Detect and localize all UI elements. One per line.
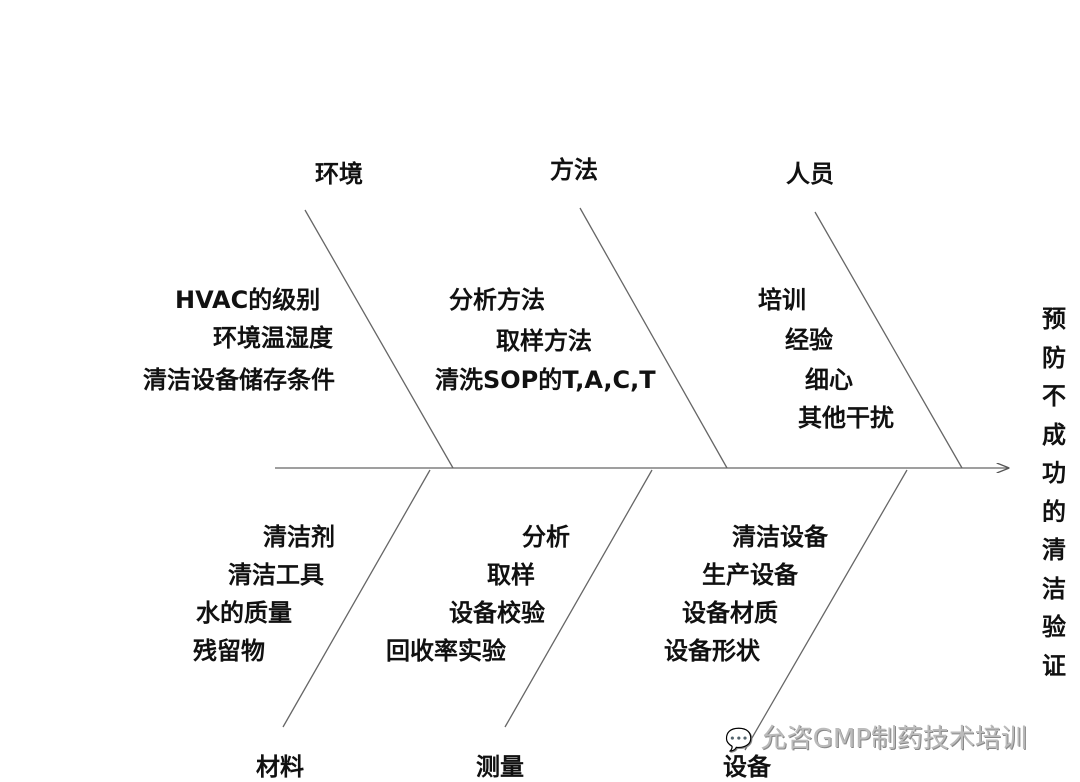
category-measurement: 测量 bbox=[476, 752, 524, 781]
cause: 清洁设备储存条件 bbox=[143, 365, 335, 394]
bone-people bbox=[814, 211, 963, 469]
cause: 环境温湿度 bbox=[213, 323, 333, 352]
bone-measurement bbox=[504, 469, 653, 728]
cause: 回收率实验 bbox=[386, 636, 506, 665]
cause: 清洁剂 bbox=[263, 522, 335, 551]
bone-method bbox=[579, 207, 728, 469]
category-environment: 环境 bbox=[315, 159, 363, 188]
cause: 残留物 bbox=[193, 636, 265, 665]
cause: 设备形状 bbox=[664, 636, 760, 665]
cause: 设备校验 bbox=[449, 598, 545, 627]
effect-label: 预防不成功的清洁验证 bbox=[1042, 304, 1066, 680]
category-equipment: 设备 bbox=[723, 752, 771, 781]
cause: 经验 bbox=[785, 325, 833, 354]
cause: 设备材质 bbox=[682, 598, 778, 627]
cause: 清洗SOP的T,A,C,T bbox=[435, 366, 656, 394]
category-people: 人员 bbox=[786, 159, 834, 188]
bone-environment bbox=[304, 209, 454, 469]
cause: 培训 bbox=[758, 285, 806, 314]
category-method: 方法 bbox=[550, 155, 598, 184]
cause: HVAC的级别 bbox=[175, 286, 321, 314]
watermark: 💬 允咨GMP制药技术培训 bbox=[725, 718, 1027, 755]
cause: 清洁设备 bbox=[732, 522, 828, 551]
cause: 生产设备 bbox=[702, 560, 798, 589]
wechat-icon: 💬 bbox=[725, 728, 753, 753]
cause: 分析 bbox=[522, 522, 570, 551]
cause: 水的质量 bbox=[196, 598, 292, 627]
cause: 分析方法 bbox=[449, 285, 545, 314]
cause: 其他干扰 bbox=[798, 403, 894, 432]
cause: 清洁工具 bbox=[228, 560, 324, 589]
bone-material bbox=[282, 469, 431, 728]
cause: 取样 bbox=[487, 560, 535, 589]
cause: 取样方法 bbox=[496, 326, 592, 355]
cause: 细心 bbox=[805, 365, 853, 394]
watermark-text: 允咨GMP制药技术培训 bbox=[760, 724, 1027, 754]
bone-equipment bbox=[744, 469, 908, 751]
category-material: 材料 bbox=[256, 752, 304, 781]
